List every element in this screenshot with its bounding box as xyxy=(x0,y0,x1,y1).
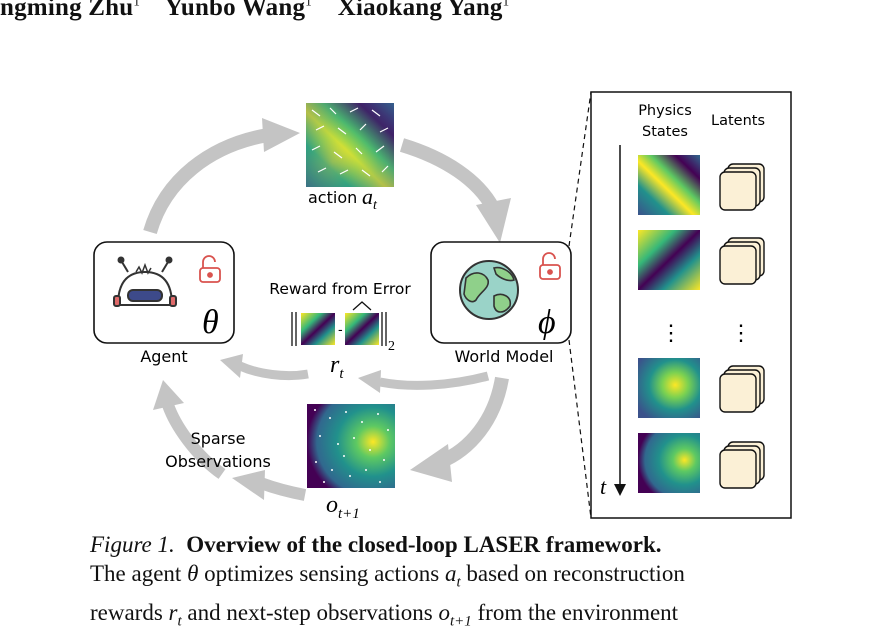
panel-col1-line2: States xyxy=(642,124,688,140)
unlock-icon xyxy=(199,255,221,283)
physics-state-3 xyxy=(638,358,700,418)
world-model-box: ϕ xyxy=(430,241,572,344)
caption-title: Overview of the closed-loop LASER framew… xyxy=(186,532,662,557)
reward-norm: - 2 xyxy=(291,301,395,354)
action-heatmap xyxy=(306,103,394,187)
latent-stack-3 xyxy=(719,365,765,413)
latent-stack-2 xyxy=(719,237,765,285)
agent-label: Agent xyxy=(140,347,187,366)
arrow-reward-to-agent xyxy=(238,361,309,381)
arrowhead-reward-to-agent xyxy=(220,354,243,378)
arrowhead-obs-to-agent xyxy=(232,470,265,500)
reward-title: Reward from Error xyxy=(269,280,411,298)
arrow-obs-to-agent-up xyxy=(162,402,226,479)
observation-label-line2: Observations xyxy=(165,452,271,471)
state-ellipsis: ⋮ xyxy=(660,320,682,345)
paper-page: ngming Zhu1 Yunbo Wang1 Xiaokang Yang1 xyxy=(0,0,792,629)
author-2: Yunbo Wang1 xyxy=(164,0,312,22)
latent-stack-1 xyxy=(719,163,765,211)
sensor-dots xyxy=(314,409,389,483)
laser-framework-figure: action at θ Agent Reward from Error xyxy=(93,91,792,522)
state-latent-panel: Physics States Latents t ⋮ ⋮ xyxy=(590,91,792,519)
zoom-line-bottom xyxy=(568,339,592,519)
arrow-world-to-obs xyxy=(437,376,509,469)
agent-box: θ xyxy=(93,241,235,344)
panel-col1-line1: Physics xyxy=(638,103,692,119)
reward-symbol: rt xyxy=(330,352,344,382)
robot-icon xyxy=(113,256,177,307)
world-model-label: World Model xyxy=(455,347,554,366)
arrowhead-obs-to-agent-up xyxy=(153,380,184,410)
arrow-world-to-reward xyxy=(379,371,490,390)
latent-stack-4 xyxy=(719,441,765,489)
world-param: ϕ xyxy=(538,304,556,341)
caption-fig-label: Figure 1. xyxy=(90,532,175,557)
cycle-arrows xyxy=(143,118,511,501)
arrow-action-to-world xyxy=(399,138,500,212)
figure-caption: Figure 1. Overview of the closed-loop LA… xyxy=(90,530,795,636)
author-line: ngming Zhu1 Yunbo Wang1 Xiaokang Yang1 xyxy=(0,0,509,22)
arrow-agent-to-action xyxy=(143,128,270,235)
zoom-line-top xyxy=(568,91,592,247)
caption-line-2: The agent θ optimizes sensing actions at… xyxy=(90,561,685,591)
observation-label-line1: Sparse xyxy=(191,429,246,448)
reward-gt-field xyxy=(301,313,335,345)
action-label: action xyxy=(308,188,357,207)
panel-col2: Latents xyxy=(711,113,765,129)
arrowhead-agent-to-action xyxy=(262,118,300,152)
latent-ellipsis: ⋮ xyxy=(730,320,752,345)
observation-heatmap xyxy=(307,404,395,488)
action-symbol: at xyxy=(362,184,378,213)
caption-line-3: rewards rt and next-step observations ot… xyxy=(90,599,679,630)
arrowhead-world-to-obs xyxy=(410,444,452,482)
unlock-icon xyxy=(539,252,561,280)
arrowhead-world-to-reward xyxy=(358,370,381,393)
observation-symbol: ot+1 xyxy=(326,492,360,522)
globe-icon xyxy=(459,260,519,320)
caption-line-1: Figure 1. Overview of the closed-loop LA… xyxy=(90,530,795,559)
physics-state-1 xyxy=(638,155,700,215)
agent-param: θ xyxy=(202,304,219,341)
author-3: Xiaokang Yang1 xyxy=(337,0,510,22)
reward-minus: - xyxy=(338,321,343,337)
action-vector-field xyxy=(311,107,389,177)
time-axis-label: t xyxy=(600,474,607,499)
reward-norm-sub: 2 xyxy=(388,339,395,354)
hat-icon xyxy=(352,301,372,311)
physics-state-2 xyxy=(638,230,700,290)
reward-pred-field xyxy=(345,313,379,345)
author-1: ngming Zhu1 xyxy=(0,0,141,22)
physics-state-4 xyxy=(638,433,700,493)
arrowhead-action-to-world xyxy=(476,198,511,243)
